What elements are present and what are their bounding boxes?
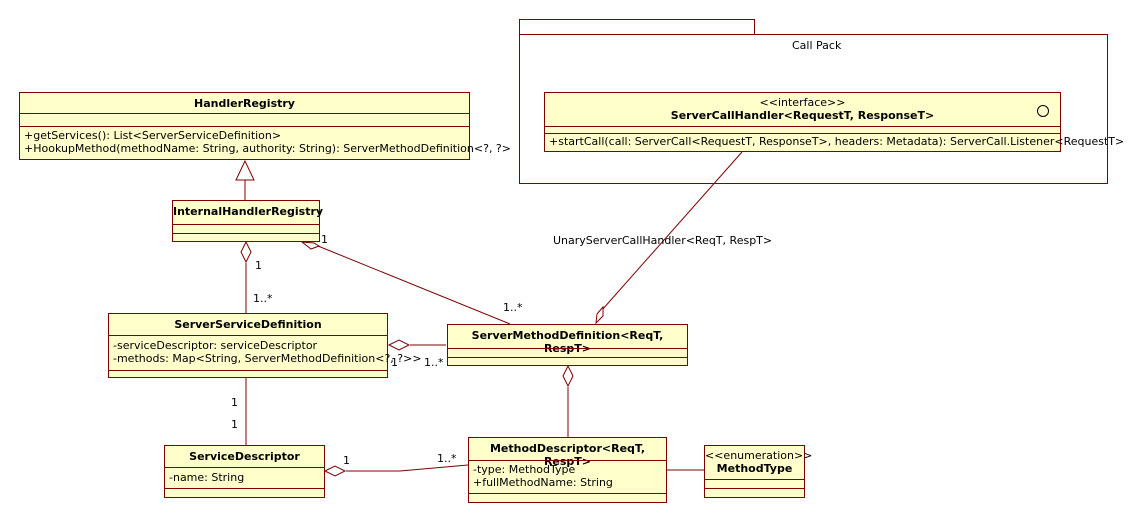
unary-handler-label: UnaryServerCallHandler<ReqT, RespT>	[553, 234, 773, 247]
package-tab	[519, 19, 755, 35]
multiplicity-label: 1	[231, 396, 238, 409]
operations-compartment	[109, 370, 387, 371]
attributes-compartment	[448, 348, 687, 357]
internal-handler-registry-class[interactable]: InternalHandlerRegistry	[172, 200, 324, 242]
sd-md-diamond	[323, 465, 347, 477]
sd-md-link-2	[399, 464, 469, 472]
stereotype: <<enumeration>>	[705, 449, 813, 462]
ssd-smd-diamond	[387, 339, 411, 351]
operations-compartment	[448, 357, 687, 358]
operations-compartment	[469, 493, 666, 494]
operations-compartment: +getServices(): List<ServerServiceDefini…	[20, 126, 511, 155]
operations-compartment	[165, 488, 324, 489]
attribute: -type: MethodType	[473, 463, 576, 476]
class-name: ServerCallHandler<RequestT, ResponseT>	[670, 109, 935, 122]
multiplicity-label: 1..*	[253, 292, 273, 305]
attributes-compartment	[20, 113, 469, 126]
operation: +startCall(call: ServerCall<RequestT, Re…	[549, 135, 1125, 148]
attributes-compartment	[173, 224, 319, 233]
stereotype: <<interface>>	[759, 96, 846, 109]
package-name: Call Pack	[792, 39, 842, 52]
method-descriptor-class[interactable]: MethodDescriptor<ReqT, RespT> -type: Met…	[468, 437, 667, 503]
multiplicity-label: 1	[391, 356, 398, 369]
attribute: -serviceDescriptor: serviceDescriptor	[113, 339, 318, 352]
multiplicity-label: 1..*	[503, 301, 523, 314]
class-name: InternalHandlerRegistry	[173, 205, 324, 218]
handler-registry-class[interactable]: HandlerRegistry +getServices(): List<Ser…	[19, 92, 511, 160]
operation: +HookupMethod(methodName: String, author…	[24, 142, 511, 155]
interface-circle-icon	[1037, 105, 1049, 117]
class-name: MethodDescriptor<ReqT, RespT>	[489, 442, 646, 468]
operation: +getServices(): List<ServerServiceDefini…	[24, 129, 282, 142]
attribute: -methods: Map<String, ServerMethodDefini…	[113, 352, 422, 365]
attributes-compartment	[705, 479, 804, 488]
server-method-definition-class[interactable]: ServerMethodDefinition<ReqT, RespT>	[447, 324, 688, 366]
multiplicity-label: 1	[343, 454, 350, 467]
server-call-handler-interface[interactable]: <<interface>> ServerCallHandler<RequestT…	[544, 92, 1125, 152]
attributes-compartment: -type: MethodType +fullMethodName: Strin…	[469, 460, 666, 489]
multiplicity-label: 1	[321, 233, 328, 246]
attributes-compartment	[545, 126, 1060, 133]
ihr-smd-link	[317, 245, 511, 325]
method-type-enumeration[interactable]: <<enumeration>> MethodType	[704, 445, 813, 498]
attributes-compartment: -serviceDescriptor: serviceDescriptor -m…	[109, 335, 422, 365]
class-name: ServiceDescriptor	[189, 450, 300, 463]
operations-compartment	[705, 488, 804, 489]
attribute: -name: String	[169, 471, 245, 484]
operations-compartment	[173, 233, 319, 234]
unary-handler-diamond	[595, 305, 604, 325]
smd-md-diamond	[562, 364, 574, 388]
generalization-arrowhead	[235, 159, 255, 181]
ihr-smd-diamond	[300, 241, 321, 250]
service-descriptor-class[interactable]: ServiceDescriptor -name: String	[164, 445, 325, 498]
attributes-compartment: -name: String	[165, 467, 324, 484]
multiplicity-label: 1	[231, 418, 238, 431]
unary-handler-link	[601, 151, 743, 311]
multiplicity-label: 1..*	[437, 452, 457, 465]
multiplicity-label: 1..*	[424, 356, 444, 369]
class-name: HandlerRegistry	[194, 97, 295, 110]
class-name: MethodType	[716, 462, 793, 475]
operations-compartment: +startCall(call: ServerCall<RequestT, Re…	[545, 133, 1125, 148]
class-name: ServerServiceDefinition	[174, 318, 322, 331]
multiplicity-label: 1	[255, 259, 262, 272]
server-service-definition-class[interactable]: ServerServiceDefinition -serviceDescript…	[108, 313, 422, 378]
ihr-ssd-diamond	[240, 240, 252, 264]
attribute: +fullMethodName: String	[473, 476, 613, 489]
